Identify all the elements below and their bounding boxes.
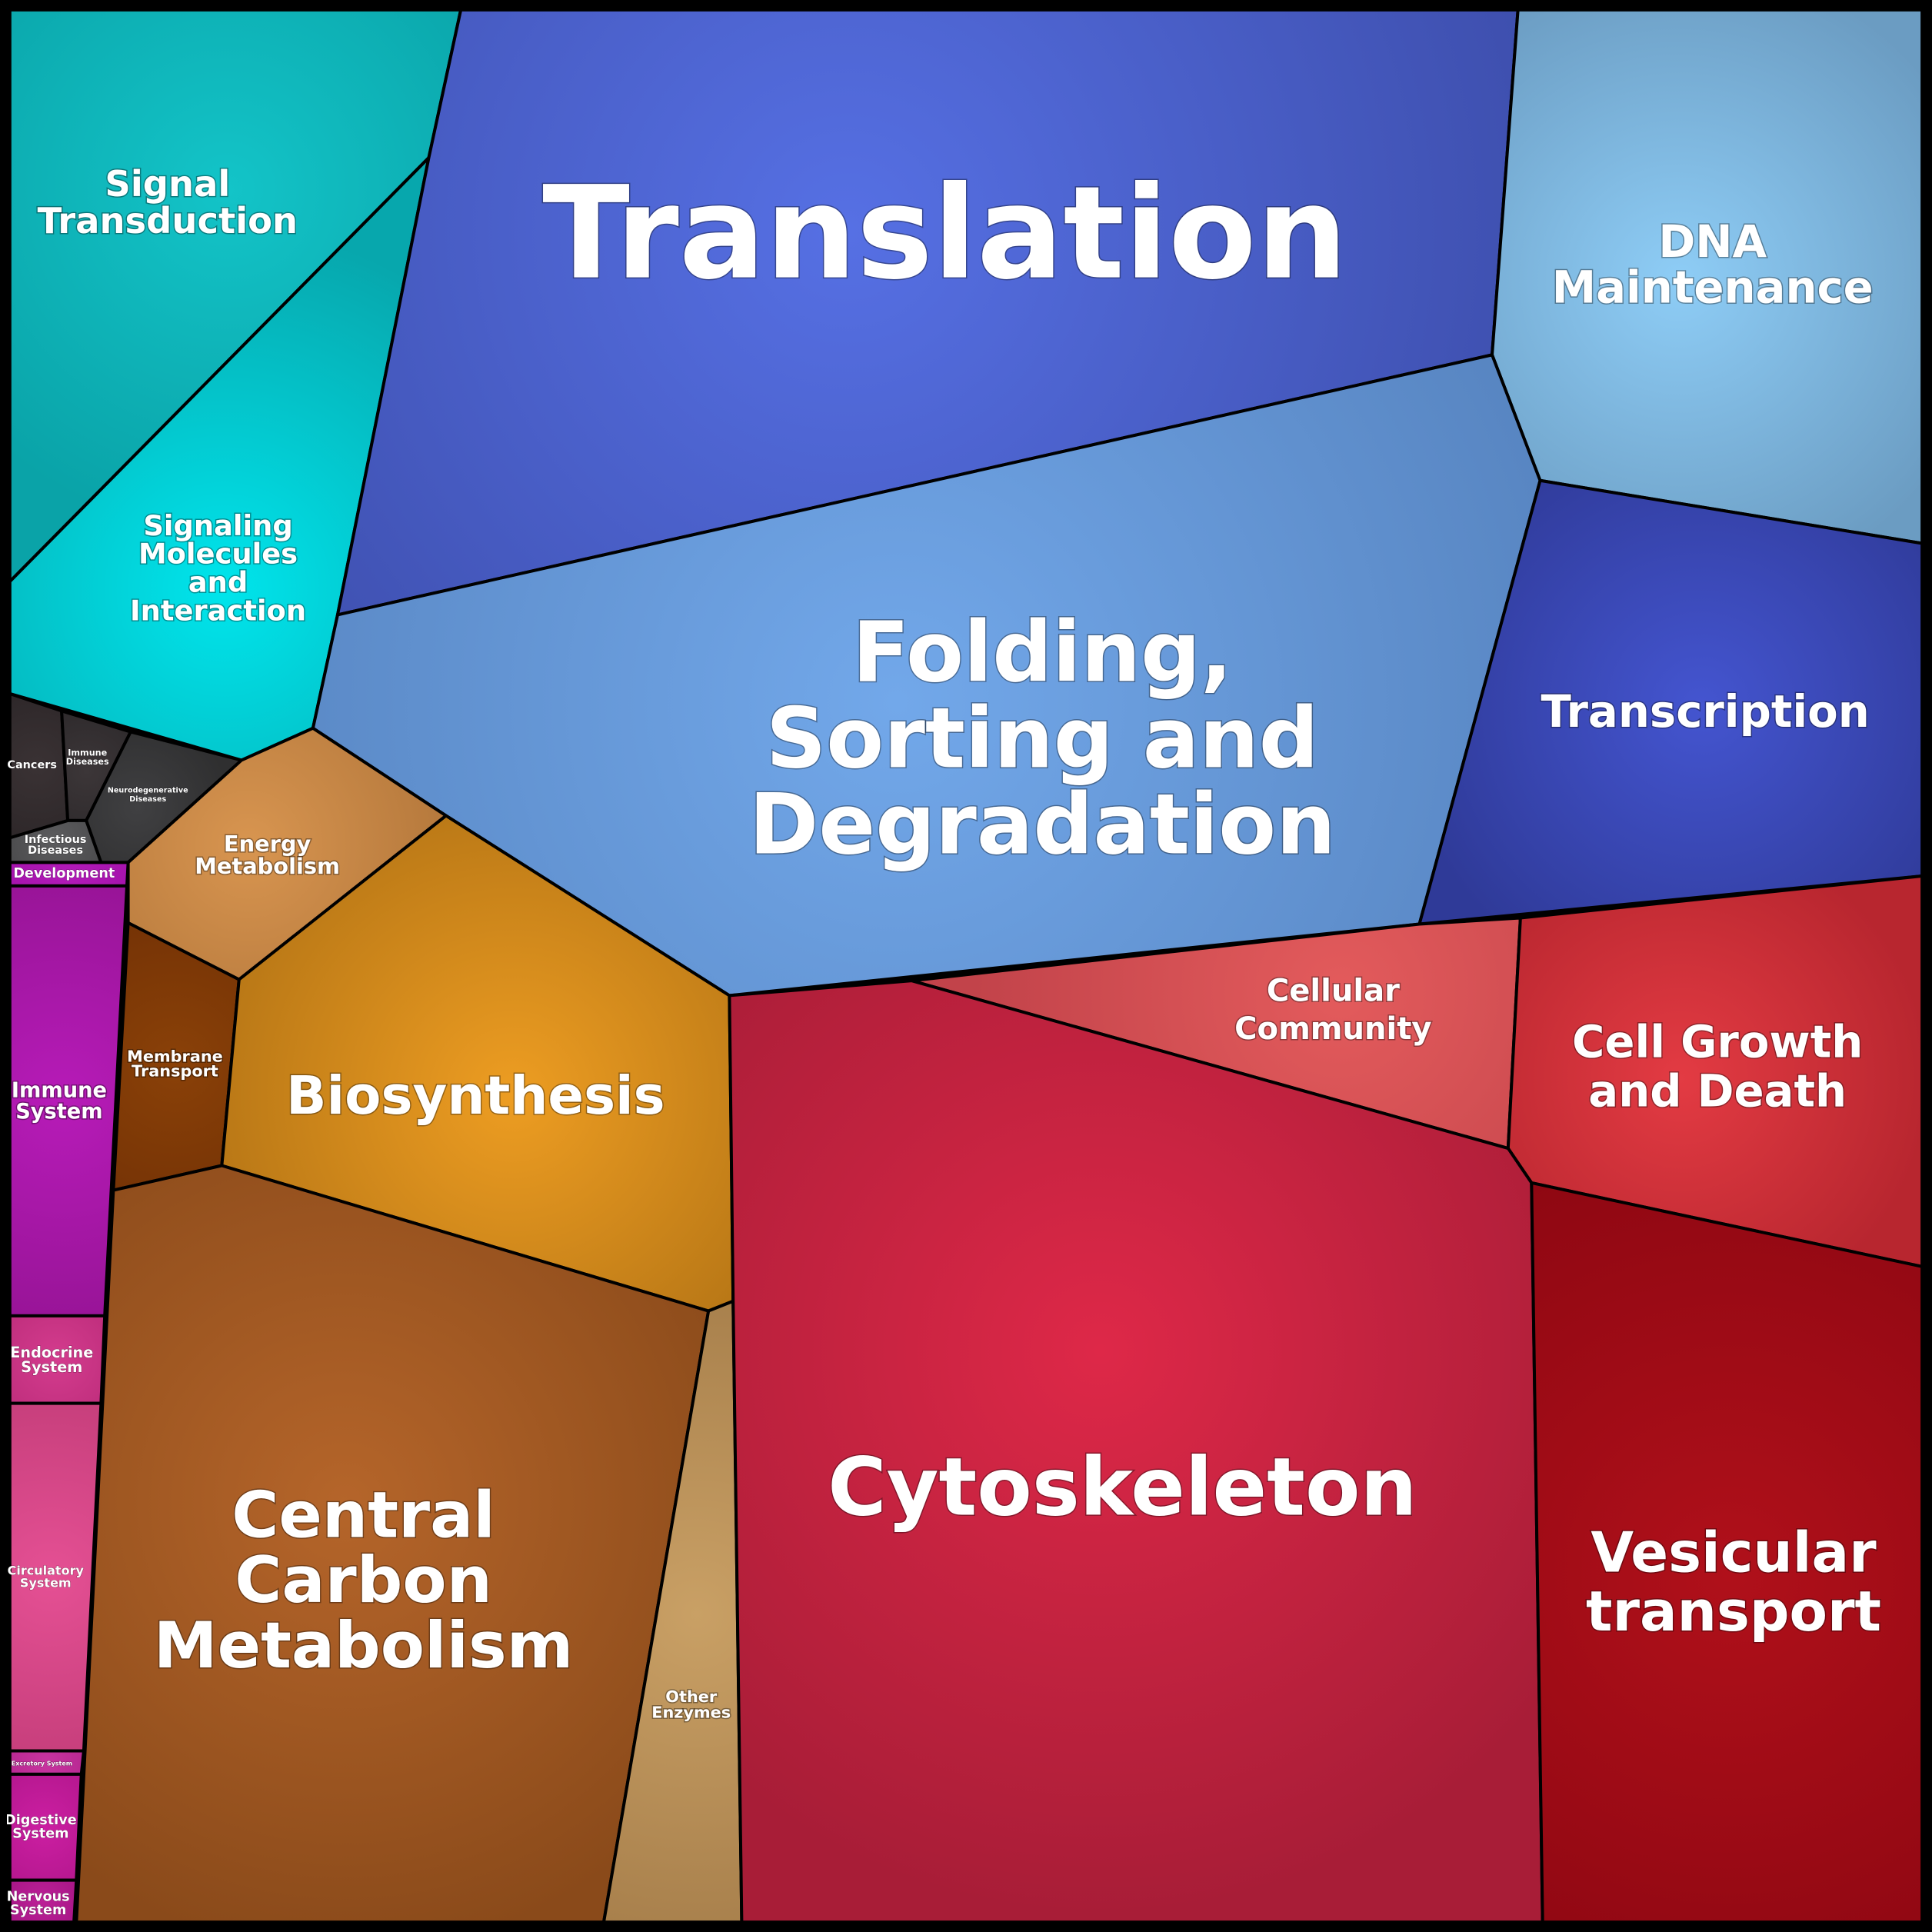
label-line: Nervous <box>7 1889 70 1904</box>
label-line: Circulatory <box>8 1563 85 1577</box>
label-line: Infectious <box>25 834 87 846</box>
label-line: System <box>10 1903 66 1918</box>
label-line: Sorting and <box>766 689 1319 787</box>
label-line: Translation <box>542 159 1347 308</box>
label-line: Degradation <box>749 776 1336 874</box>
label-line: Signal <box>105 162 230 204</box>
label-line: System <box>20 1575 72 1590</box>
cell-infectious-diseases <box>8 818 103 864</box>
label-line: Interaction <box>130 594 306 627</box>
label-line: Endocrine <box>10 1343 93 1361</box>
cells-layer <box>8 8 1924 1924</box>
label-line: and <box>188 565 248 598</box>
label-line: Signaling <box>143 508 292 541</box>
label-line: Metabolism <box>154 1608 574 1683</box>
label-line: Maintenance <box>1552 261 1874 313</box>
label-line: transport <box>1586 1579 1881 1644</box>
label-line: Cell Growth <box>1572 1015 1863 1068</box>
label-line: Diseases <box>66 757 109 767</box>
label-line: Cellular <box>1267 973 1400 1008</box>
label-line: Diseases <box>129 795 166 804</box>
label-line: Biosynthesis <box>286 1065 665 1127</box>
label-line: Immune <box>68 748 107 758</box>
label-line: Cytoskeleton <box>828 1441 1417 1534</box>
label-line: Enzymes <box>651 1704 731 1722</box>
label-biosynthesis: Biosynthesis <box>286 1065 665 1127</box>
label-line: and Death <box>1588 1064 1847 1117</box>
label-line: System <box>12 1827 68 1842</box>
label-line: Molecules <box>138 537 298 570</box>
label-line: DNA <box>1658 215 1767 268</box>
label-excretory-system: Excretory System <box>12 1760 72 1767</box>
label-line: Transcription <box>1541 685 1870 738</box>
label-line: Membrane <box>127 1048 223 1066</box>
label-cancers: Cancers <box>7 759 57 771</box>
label-line: Cancers <box>7 759 57 771</box>
label-line: System <box>15 1099 102 1123</box>
label-line: Carbon <box>235 1543 492 1617</box>
label-line: Diseases <box>28 844 83 857</box>
label-line: Digestive <box>5 1813 77 1828</box>
label-line: Transport <box>132 1062 218 1081</box>
label-line: Vesicular <box>1591 1520 1877 1584</box>
label-line: Development <box>13 866 115 881</box>
label-line: System <box>21 1358 82 1376</box>
label-development: Development <box>13 866 115 881</box>
label-line: Folding, <box>852 603 1232 701</box>
label-line: Community <box>1234 1011 1431 1047</box>
label-line: Immune <box>12 1078 107 1102</box>
label-line: Central <box>232 1477 495 1552</box>
label-line: Energy <box>224 831 311 857</box>
label-cytoskeleton: Cytoskeleton <box>828 1441 1417 1534</box>
label-line: Metabolism <box>195 853 340 879</box>
label-line: Neurodegenerative <box>108 787 188 795</box>
label-transcription: Transcription <box>1541 685 1870 738</box>
label-line: Other <box>665 1687 718 1706</box>
cell-vesicular-transport <box>1530 1181 1924 1924</box>
label-translation: Translation <box>542 159 1347 308</box>
cell-nervous-system <box>8 1878 78 1924</box>
label-line: Transduction <box>38 199 298 241</box>
label-line: Excretory System <box>12 1760 72 1767</box>
